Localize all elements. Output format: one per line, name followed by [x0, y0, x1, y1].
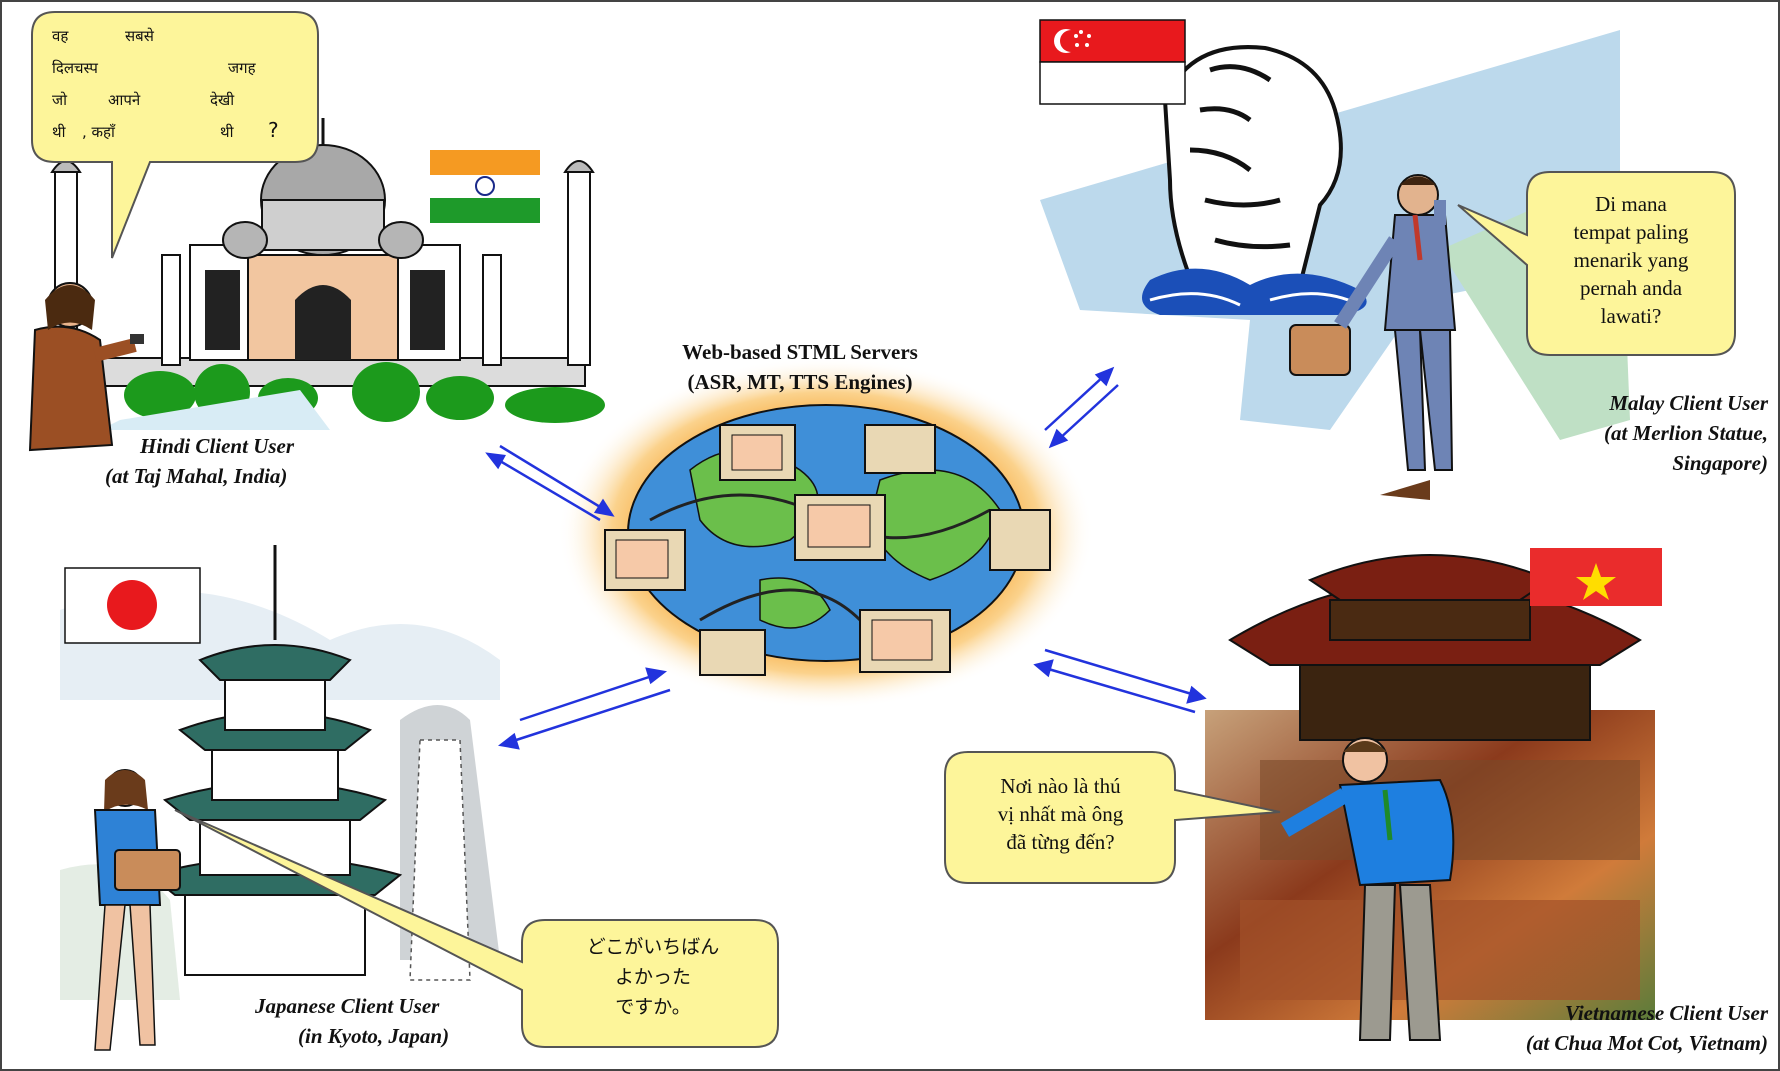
server-subtitle: (ASR, MT, TTS Engines): [687, 370, 913, 394]
vietnamese-user-name: Vietnamese Client User: [1564, 1001, 1768, 1025]
hindi-bubble-word: जगह: [228, 59, 256, 77]
malay-bubble-line: tempat paling: [1573, 220, 1689, 244]
japanese-bubble-line: どこがいちばん: [586, 936, 720, 958]
japanese-user-figure: [93, 769, 181, 1051]
vietnamese-user-figure: [1280, 737, 1455, 1041]
hindi-user-location: (at Taj Mahal, India): [105, 464, 288, 488]
vietnamese-bubble-line: Nơi nào là thú: [1000, 774, 1121, 798]
hindi-bubble-word: थी: [52, 123, 66, 141]
japanese-bubble-line: ですか。: [615, 996, 691, 1018]
hindi-bubble-word: वह: [52, 27, 69, 45]
japanese-bubble-text: どこがいちばん よかった ですか。: [548, 932, 758, 1022]
vietnamese-bubble-line: vị nhất mà ông: [997, 802, 1124, 826]
server-title: Web-based STML Servers: [682, 340, 918, 364]
hindi-user-name: Hindi Client User: [140, 434, 295, 458]
malay-speech-bubble-shape: [1457, 171, 1736, 356]
japanese-speech-bubble-shape: [174, 809, 779, 1048]
vietnamese-bubble-line: đã từng đến?: [1006, 830, 1115, 854]
japan-flag-icon: [64, 567, 201, 644]
malay-user-location-line2: Singapore): [1672, 451, 1768, 475]
hindi-bubble-word: आपने: [108, 91, 141, 109]
vietnamese-bubble-text: Nơi nào là thú vị nhất mà ông đã từng đế…: [948, 772, 1173, 856]
vietnam-flag-icon: [1530, 548, 1662, 606]
hindi-speech-bubble-shape: [31, 11, 319, 259]
japanese-user-location: (in Kyoto, Japan): [298, 1024, 450, 1048]
malay-bubble-line: Di mana: [1595, 192, 1667, 216]
india-flag-icon: [430, 150, 540, 223]
malay-user-figure: [1289, 174, 1457, 500]
hindi-bubble-word: ?: [268, 118, 279, 142]
malay-bubble-line: pernah anda: [1579, 276, 1683, 300]
hindi-bubble-word: , कहाँ: [82, 123, 115, 141]
malay-bubble-line: menarik yang: [1573, 248, 1689, 272]
japanese-bubble-line: よかった: [614, 966, 691, 988]
hindi-user-figure: [28, 282, 144, 452]
malay-bubble-line: lawati?: [1600, 304, 1662, 328]
malay-bubble-text: Di mana tempat paling menarik yang perna…: [1527, 190, 1735, 330]
japanese-user-name: Japanese Client User: [255, 994, 440, 1018]
malay-user-name: Malay Client User: [1609, 391, 1768, 415]
connection-arrows: [485, 366, 1207, 750]
vietnamese-speech-bubble-shape: [944, 751, 1281, 884]
hindi-bubble-word: देखी: [210, 91, 235, 109]
hindi-bubble-word: थी: [220, 123, 234, 141]
hindi-bubble-word: जो: [52, 91, 68, 109]
hindi-bubble-word: दिलचस्प: [52, 59, 98, 77]
malay-user-location-line1: (at Merlion Statue,: [1604, 421, 1768, 445]
singapore-flag-icon: [1039, 19, 1186, 105]
computer-icon: [604, 424, 1051, 676]
vietnamese-user-location: (at Chua Mot Cot, Vietnam): [1525, 1031, 1768, 1055]
hindi-bubble-word: सबसे: [125, 27, 154, 45]
